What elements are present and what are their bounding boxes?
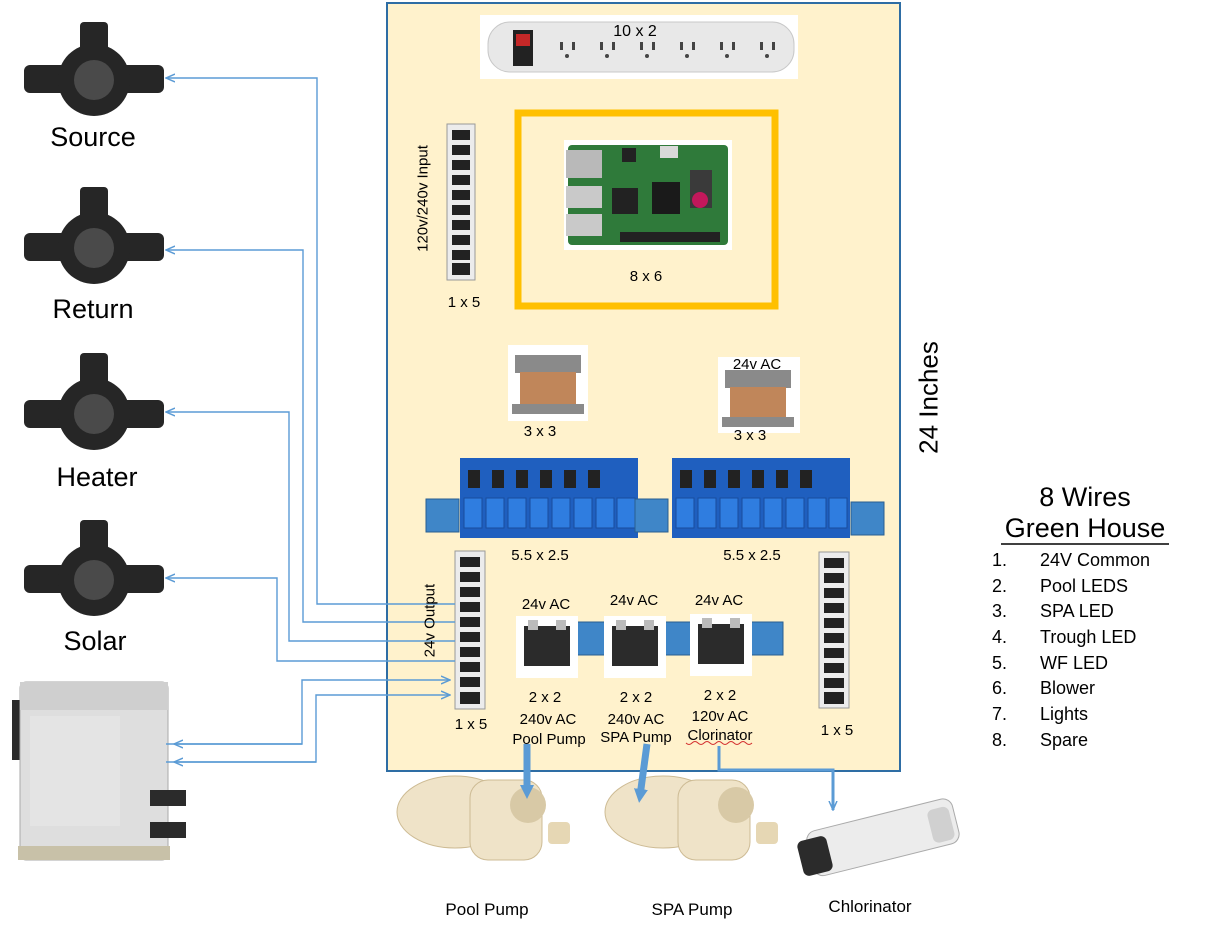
- output-block-right-size-label: 1 x 5: [820, 722, 854, 739]
- output-block-left-size-label: 1 x 5: [454, 716, 488, 733]
- legend-item: 5. WF LED: [992, 651, 1212, 677]
- input-block-size-label: 1 x 5: [447, 294, 481, 311]
- spa-pump-image: [604, 775, 778, 861]
- wire-legend-list: 1. 24V Common 2. Pool LEDS 3. SPA LED 4. Tro…: [992, 548, 1212, 754]
- contactor-1-volt-label: 240v AC: [519, 711, 577, 728]
- relay-board-left-image: [460, 458, 638, 538]
- contactor-1-top-label: 24v AC: [521, 596, 571, 613]
- contactor-1-size-label: 2 x 2: [528, 689, 562, 706]
- contactor-3-volt-label: 120v AC: [691, 708, 749, 725]
- legend-item-text: SPA LED: [1040, 601, 1114, 622]
- transformer-left-size-label: 3 x 3: [523, 423, 557, 440]
- legend-item-number: 1.: [992, 550, 1008, 570]
- chlorinator-label: Chlorinator: [828, 897, 912, 916]
- output-terminal-block-left: [454, 550, 486, 710]
- power-strip-label: 10 x 2: [613, 23, 657, 40]
- legend-item: 7. Lights: [992, 702, 1212, 728]
- legend-item-text: Blower: [1040, 678, 1096, 699]
- contactor-2-volt-label: 240v AC: [607, 711, 665, 728]
- valve-label-solar: Solar: [63, 626, 127, 656]
- legend-title-line2: Green House: [1004, 513, 1166, 543]
- input-block-caption: 120v/240v Input: [414, 145, 432, 252]
- legend-item-number: 4.: [992, 627, 1008, 648]
- transformer-right-size-label: 3 x 3: [733, 427, 767, 444]
- contactor-3-top-label: 24v AC: [694, 592, 744, 609]
- contactor-3-load-label: Clorinator: [687, 727, 753, 744]
- power-strip: [480, 15, 798, 79]
- relay-board-right-image: [672, 458, 850, 538]
- legend-item-number: 8.: [992, 729, 1008, 750]
- legend-title-line1: 8 Wires: [1039, 482, 1131, 512]
- legend-item-text: Trough LED: [1040, 627, 1137, 648]
- controller-board-image: [564, 140, 732, 250]
- valve-label-source: Source: [50, 122, 136, 152]
- legend-item-number: 7.: [992, 704, 1008, 725]
- contactor-2-size-label: 2 x 2: [619, 689, 653, 706]
- legend-item-text: Pool LEDS: [1040, 575, 1129, 596]
- legend-item-text: Spare: [1040, 729, 1089, 750]
- chlorinator-feed: [717, 746, 833, 810]
- legend-item-number: 5.: [992, 652, 1008, 673]
- transformer-right-caption: 24v AC: [732, 356, 782, 373]
- transformer-left-image: [508, 345, 588, 421]
- valve-images: [24, 22, 164, 616]
- relay-right-size-label: 5.5 x 2.5: [723, 547, 781, 564]
- heater-unit-image: [12, 681, 186, 861]
- valve-label-return: Return: [52, 294, 134, 324]
- valve-label-heater: Heater: [56, 462, 138, 492]
- pump-feed-arrows: [520, 743, 651, 803]
- contactor-1-load-label: Pool Pump: [512, 731, 586, 748]
- controller-frame: [514, 109, 779, 310]
- input-terminal-block: [446, 123, 476, 281]
- legend-item-number: 3.: [992, 601, 1008, 622]
- pool-pump-image: [396, 775, 570, 861]
- transformer-right-image: [718, 357, 800, 433]
- valve-wires: [166, 78, 455, 762]
- legend-item-text: 24V Common: [1040, 550, 1151, 570]
- legend-item: 6. Blower: [992, 676, 1212, 702]
- legend-item-number: 6.: [992, 678, 1008, 699]
- legend-item-text: WF LED: [1040, 652, 1109, 673]
- spa-pump-label: SPA Pump: [651, 900, 733, 919]
- legend-item-number: 2.: [992, 575, 1008, 596]
- pool-pump-label: Pool Pump: [445, 900, 529, 919]
- spellcheck-squiggle: [685, 741, 753, 745]
- relay-left-size-label: 5.5 x 2.5: [511, 547, 569, 564]
- controller-size-label: 8 x 6: [629, 268, 663, 285]
- contactor-3-size-label: 2 x 2: [703, 687, 737, 704]
- legend-item: 1. 24V Common: [992, 548, 1212, 574]
- legend-item: 2. Pool LEDS: [992, 574, 1212, 600]
- chlorinator-image: [797, 798, 960, 877]
- output-block-caption: 24v Output: [421, 583, 439, 658]
- contactor-2-top-label: 24v AC: [609, 592, 659, 609]
- legend-item-text: Lights: [1040, 704, 1089, 725]
- connector-squares: [425, 498, 885, 656]
- contactor-images: [516, 614, 752, 678]
- legend-item: 3. SPA LED: [992, 599, 1212, 625]
- contactor-2-load-label: SPA Pump: [600, 729, 672, 746]
- panel-height-label: 24 Inches: [913, 341, 944, 454]
- legend-item: 4. Trough LED: [992, 625, 1212, 651]
- output-terminal-block-right: [818, 551, 850, 709]
- legend-item: 8. Spare: [992, 728, 1212, 754]
